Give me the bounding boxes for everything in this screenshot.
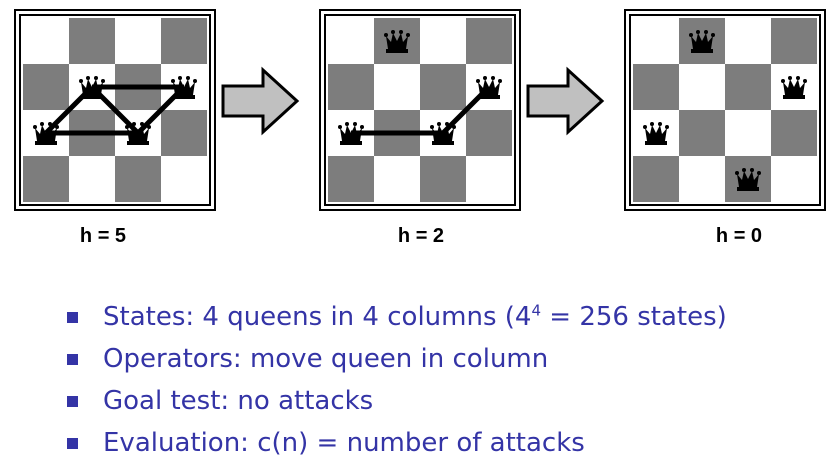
- board-square: [679, 156, 725, 202]
- h-value-label: h = 2: [397, 225, 445, 247]
- board-square: [374, 64, 420, 110]
- board-square: [633, 156, 679, 202]
- bullet-item: Goal test: no attacks: [65, 380, 727, 422]
- queen-icon: [384, 30, 410, 53]
- bullet-text: Goal test: no attacks: [103, 386, 374, 416]
- bullet-text-end: = 256 states): [541, 302, 727, 332]
- board-h5: [14, 9, 216, 211]
- board-square: [466, 156, 512, 202]
- board-square: [725, 18, 771, 64]
- board-square: [771, 110, 817, 156]
- bullet-square-icon: [67, 354, 78, 365]
- board-square: [161, 156, 207, 202]
- board-inner-frame: [324, 14, 516, 206]
- bullet-text: Evaluation: c(n) = number of attacks: [103, 428, 585, 458]
- board-square: [633, 18, 679, 64]
- board-h0: [624, 9, 826, 211]
- board-square: [633, 64, 679, 110]
- bullet-item: States: 4 queens in 4 columns (44 = 256 …: [65, 296, 727, 338]
- board-square: [725, 64, 771, 110]
- board-square: [23, 18, 69, 64]
- board-square: [679, 110, 725, 156]
- board-square: [161, 18, 207, 64]
- queen-icon: [689, 30, 715, 53]
- board-square: [420, 156, 466, 202]
- board-square: [328, 64, 374, 110]
- boards-diagram: [14, 9, 826, 211]
- board-inner-frame: [19, 14, 211, 206]
- board-square: [328, 18, 374, 64]
- board-square: [161, 110, 207, 156]
- arrow-right-icon: [221, 66, 300, 136]
- board-square: [679, 64, 725, 110]
- queen-icon: [781, 76, 807, 99]
- h-value-label: h = 0: [715, 225, 763, 247]
- bullet-superscript: 4: [531, 301, 541, 320]
- queen-icon: [171, 76, 197, 99]
- board-square: [466, 110, 512, 156]
- board-square: [328, 156, 374, 202]
- bullet-square-icon: [67, 312, 78, 323]
- queen-icon: [33, 122, 59, 145]
- board-square: [115, 156, 161, 202]
- bullet-square-icon: [67, 438, 78, 449]
- board-square: [420, 18, 466, 64]
- board-square: [771, 18, 817, 64]
- board-square: [466, 18, 512, 64]
- board-square: [725, 110, 771, 156]
- h-value-label: h = 5: [79, 225, 127, 247]
- board-square: [23, 156, 69, 202]
- board-square: [771, 156, 817, 202]
- board-square: [23, 64, 69, 110]
- board-square: [374, 156, 420, 202]
- queen-icon: [125, 122, 151, 145]
- board-square: [69, 18, 115, 64]
- board-square: [420, 64, 466, 110]
- board-square: [115, 18, 161, 64]
- queen-icon: [643, 122, 669, 145]
- queen-icon: [338, 122, 364, 145]
- board-h2: [319, 9, 521, 211]
- bullet-item: Operators: move queen in column: [65, 338, 727, 380]
- bullet-square-icon: [67, 396, 78, 407]
- bullet-item: Evaluation: c(n) = number of attacks: [65, 422, 727, 464]
- queen-icon: [430, 122, 456, 145]
- queen-icon: [79, 76, 105, 99]
- bullet-text: Operators: move queen in column: [103, 344, 549, 374]
- arrow-right-icon: [526, 66, 605, 136]
- queen-icon: [476, 76, 502, 99]
- bullet-list: States: 4 queens in 4 columns (44 = 256 …: [65, 296, 727, 464]
- board-square: [69, 156, 115, 202]
- board-inner-frame: [629, 14, 821, 206]
- bullet-text: States: 4 queens in 4 columns (4: [103, 302, 532, 332]
- queen-icon: [735, 168, 761, 191]
